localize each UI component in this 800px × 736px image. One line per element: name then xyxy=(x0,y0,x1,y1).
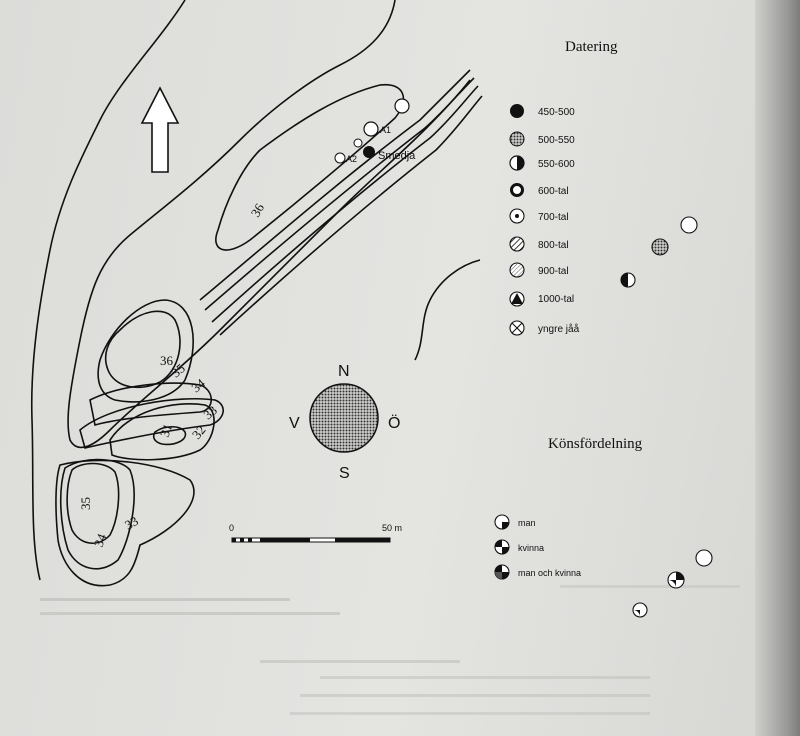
smedja-marker xyxy=(363,146,375,158)
legend-label: 500-550 xyxy=(538,135,575,146)
north-arrow-icon xyxy=(140,86,180,173)
compass-north: N xyxy=(338,363,350,380)
east-shoreline xyxy=(414,259,481,361)
legend-label: 900-tal xyxy=(538,266,569,277)
site-markers: A1 A2 Smedja xyxy=(334,98,416,164)
compass-rose: N S V Ö xyxy=(289,363,400,482)
dating-legend-title: Datering xyxy=(565,39,618,55)
scattered-symbols xyxy=(620,216,713,618)
scale-bar: 0 50 m xyxy=(229,523,402,543)
legend-label: man xyxy=(518,518,536,528)
contour-label: 31 xyxy=(157,422,176,439)
gender-legend-title: Könsfördelning xyxy=(548,436,643,452)
compass-south: S xyxy=(339,465,350,482)
contour-31 xyxy=(152,425,187,446)
contour-labels: 36 36 35 34 33 31 32 35 34 33 xyxy=(78,200,267,549)
quarter-filled-circle-icon xyxy=(494,514,510,530)
shoreline-outer xyxy=(30,0,186,581)
symbol-open-circle xyxy=(695,549,713,567)
legend-label: 550-600 xyxy=(538,159,575,170)
contour-33-upper xyxy=(79,397,224,449)
bleed-through-text xyxy=(40,585,740,715)
site-label-a1: A1 xyxy=(380,125,391,135)
ridge-line-2 xyxy=(204,77,475,311)
compass-disc xyxy=(309,383,379,453)
map-contours xyxy=(30,0,483,587)
contour-label: 36 xyxy=(160,353,174,368)
symbol-open-circle xyxy=(680,216,698,234)
contour-36-upper xyxy=(215,83,405,251)
contour-35-south xyxy=(66,462,120,544)
scale-end: 50 m xyxy=(382,523,402,533)
legend-label: man och kvinna xyxy=(518,568,581,578)
circle-with-triangle-icon xyxy=(509,291,525,307)
symbol-half-circle xyxy=(620,272,636,288)
site-circle xyxy=(363,121,379,137)
contour-label: 33 xyxy=(122,513,141,532)
legend-label: 600-tal xyxy=(538,186,569,197)
thick-ring-circle-icon xyxy=(510,183,524,197)
site-label-smedja: Smedja xyxy=(378,150,416,162)
hatched-circle-icon xyxy=(509,236,525,252)
legend-label: 450-500 xyxy=(538,107,575,118)
shoreline-ridge xyxy=(67,0,471,449)
crossed-circle-icon xyxy=(509,320,525,336)
contour-34-south xyxy=(59,458,135,570)
contour-35 xyxy=(97,299,194,403)
ridge-line-4 xyxy=(219,95,483,336)
legend-label: 1000-tal xyxy=(538,294,574,305)
symbol-quarter-circle xyxy=(632,602,648,618)
legend-label: kvinna xyxy=(518,543,544,553)
gender-legend: Könsfördelning man kvinna man och kvinna xyxy=(494,436,643,580)
contour-33-south xyxy=(55,459,195,587)
half-quarter-circle-icon xyxy=(494,539,510,555)
contour-label: 34 xyxy=(91,531,110,549)
circle-with-dot-icon xyxy=(509,208,525,224)
legend-label: 700-tal xyxy=(538,212,569,223)
legend-label: 800-tal xyxy=(538,240,569,251)
contour-label: 36 xyxy=(248,200,268,219)
contour-34 xyxy=(89,382,213,427)
compass-east: Ö xyxy=(388,414,400,432)
solid-black-circle-icon xyxy=(510,104,524,118)
ridge-line-1 xyxy=(199,69,471,301)
site-circle xyxy=(394,98,410,114)
contour-36-lower xyxy=(104,310,181,389)
scale-start: 0 xyxy=(229,523,234,533)
site-label-a2: A2 xyxy=(346,154,357,164)
legend-label: yngre jåå xyxy=(538,323,580,335)
symbol-quarter-circle xyxy=(667,571,685,589)
dating-legend: Datering 450-500 500-550 550-600 600-tal… xyxy=(509,39,618,336)
half-filled-circle-icon xyxy=(509,155,525,171)
book-spine xyxy=(755,0,800,736)
symbol-dotted-circle xyxy=(651,238,669,256)
ridge-line-3 xyxy=(211,85,479,323)
two-quarter-circle-icon xyxy=(494,564,510,580)
contour-label: 34 xyxy=(188,375,208,395)
contour-32 xyxy=(109,402,215,461)
compass-west: V xyxy=(289,415,300,432)
dotted-gray-circle-icon xyxy=(509,131,525,147)
contour-label: 35 xyxy=(78,497,93,510)
site-circle xyxy=(334,152,346,164)
site-circle xyxy=(353,138,363,148)
fine-hatched-circle-icon xyxy=(509,262,525,278)
